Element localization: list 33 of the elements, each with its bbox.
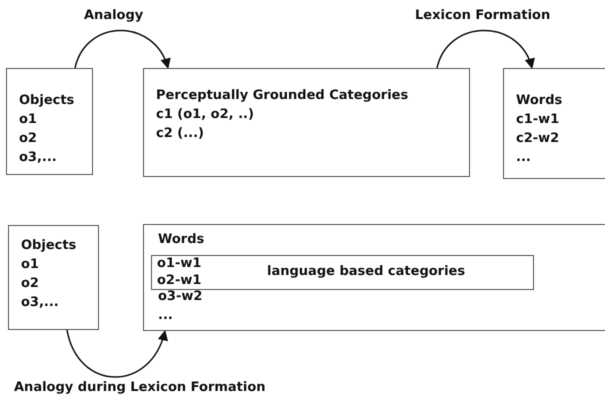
node-heading: Objects: [21, 237, 76, 255]
edge-label: Lexicon Formation: [415, 8, 550, 23]
node-heading: Objects: [19, 92, 74, 110]
node-text: o1-w1: [157, 255, 202, 273]
process-box: [8, 225, 99, 330]
node-text: o2: [19, 130, 37, 148]
curved-arrow: [74, 30, 170, 69]
node-text: o3-w2: [158, 288, 202, 306]
node-text: o2-w1: [157, 272, 202, 290]
node-text: c2-w2: [516, 130, 560, 148]
node-heading: Words: [158, 231, 204, 249]
group-box: [151, 255, 534, 290]
node-heading: Perceptually Grounded Categories: [156, 87, 408, 105]
node-text: o1: [19, 111, 37, 129]
curved-arrow: [436, 30, 534, 69]
process-box: [6, 68, 93, 175]
process-box: [503, 68, 605, 179]
process-box: [143, 224, 605, 331]
node-text: o2: [21, 275, 39, 293]
node-text: c1-w1: [516, 111, 560, 129]
process-box: [143, 68, 470, 177]
node-text: o1: [21, 256, 39, 274]
node-heading: Words: [516, 92, 562, 110]
node-text: ...: [516, 149, 531, 167]
node-text: ...: [158, 307, 173, 325]
node-text: language based categories: [267, 263, 466, 281]
node-text: o3,...: [19, 149, 57, 167]
edge-label: Analogy: [84, 8, 144, 23]
edge-label: Analogy during Lexicon Formation: [14, 380, 266, 395]
node-text: c1 (o1, o2, ..): [156, 106, 254, 124]
node-text: c2 (...): [156, 125, 204, 143]
node-text: o3,...: [21, 294, 59, 312]
curved-arrow: [66, 330, 168, 378]
